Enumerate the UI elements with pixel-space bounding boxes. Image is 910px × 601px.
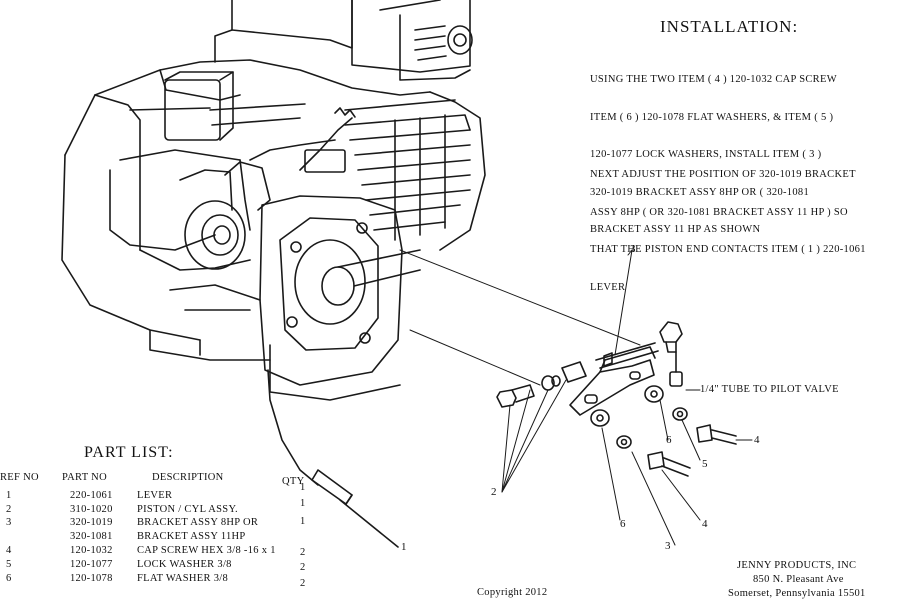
installation-line: NEXT ADJUST THE POSITION OF 320-1019 BRA…	[590, 169, 856, 180]
part-qty: 2	[300, 547, 306, 558]
callout-3: 3	[665, 540, 671, 552]
callout-4: 4	[702, 518, 708, 530]
callout-6: 6	[666, 434, 672, 446]
part-description: PISTON / CYL ASSY.	[137, 504, 238, 515]
header-description: DESCRIPTION	[152, 472, 224, 483]
installation-step-1: USING THE TWO ITEM ( 4 ) 120-1032 CAP SC…	[590, 49, 837, 249]
part-ref: 4	[6, 545, 12, 556]
part-qty: 1	[300, 498, 306, 509]
part-number: 120-1032	[70, 545, 113, 556]
company-address: 850 N. Pleasant Ave	[753, 574, 844, 585]
part-qty: 1	[300, 482, 306, 493]
installation-line: 120-1077 LOCK WASHERS, INSTALL ITEM ( 3 …	[590, 149, 822, 160]
part-ref: 3	[6, 517, 12, 528]
installation-title: INSTALLATION:	[660, 17, 799, 36]
alignment-lines	[399, 249, 641, 386]
copyright-notice: Copyright 2012	[477, 587, 548, 598]
part-number: 120-1077	[70, 559, 113, 570]
engine-drawing	[61, 0, 486, 401]
company-city: Somerset, Pennsylvania 15501	[728, 588, 866, 599]
callout-2: 2	[491, 486, 497, 498]
bracket-assembly	[496, 321, 737, 477]
part-description: LOCK WASHER 3/8	[137, 559, 232, 570]
tube-to-pilot-valve-label: 1/4" TUBE TO PILOT VALVE	[700, 384, 839, 395]
header-qty: QTY	[282, 476, 305, 487]
part-number: 320-1081	[70, 531, 113, 542]
company-name: JENNY PRODUCTS, INC	[737, 560, 857, 571]
part-ref: 6	[6, 573, 12, 584]
part-number: 220-1061	[70, 490, 113, 501]
part-number: 120-1078	[70, 573, 113, 584]
part-description: FLAT WASHER 3/8	[137, 573, 229, 584]
installation-step-2: NEXT ADJUST THE POSITION OF 320-1019 BRA…	[590, 144, 866, 307]
installation-line: THAT THE PISTON END CONTACTS ITEM ( 1 ) …	[590, 244, 866, 255]
header-ref-no: REF NO	[0, 472, 39, 483]
callout-5: 5	[702, 458, 708, 470]
part-ref: 5	[6, 559, 12, 570]
part-description: CAP SCREW HEX 3/8 -16 x 1	[137, 545, 276, 556]
part-description: LEVER	[137, 490, 173, 501]
installation-line: 320-1019 BRACKET ASSY 8HP OR ( 320-1081	[590, 186, 809, 198]
installation-line: USING THE TWO ITEM ( 4 ) 120-1032 CAP SC…	[590, 74, 837, 85]
part-list-title: PART LIST:	[84, 444, 174, 461]
part-description: BRACKET ASSY 8HP OR	[137, 517, 259, 528]
header-part-no: PART NO	[62, 472, 107, 483]
installation-line: BRACKET ASSY 11 HP AS SHOWN	[590, 224, 761, 235]
lever-item-1	[267, 369, 399, 548]
part-qty: 2	[300, 562, 306, 573]
part-qty: 1	[300, 516, 306, 527]
callout-6: 6	[620, 518, 626, 530]
installation-line: ITEM ( 6 ) 120-1078 FLAT WASHERS, & ITEM…	[590, 111, 834, 123]
leader-lines	[501, 249, 753, 546]
part-qty: 2	[300, 578, 306, 589]
installation-line: ASSY 8HP ( OR 320-1081 BRACKET ASSY 11 H…	[590, 206, 848, 218]
part-ref: 1	[6, 490, 12, 501]
callout-4: 4	[754, 434, 760, 446]
callout-1: 1	[401, 541, 407, 553]
part-number: 320-1019	[70, 517, 113, 528]
part-description: BRACKET ASSY 11HP	[137, 531, 246, 542]
part-number: 310-1020	[70, 504, 113, 515]
callout-3: 3	[630, 243, 636, 255]
installation-line: LEVER	[590, 281, 626, 293]
part-ref: 2	[6, 504, 12, 515]
